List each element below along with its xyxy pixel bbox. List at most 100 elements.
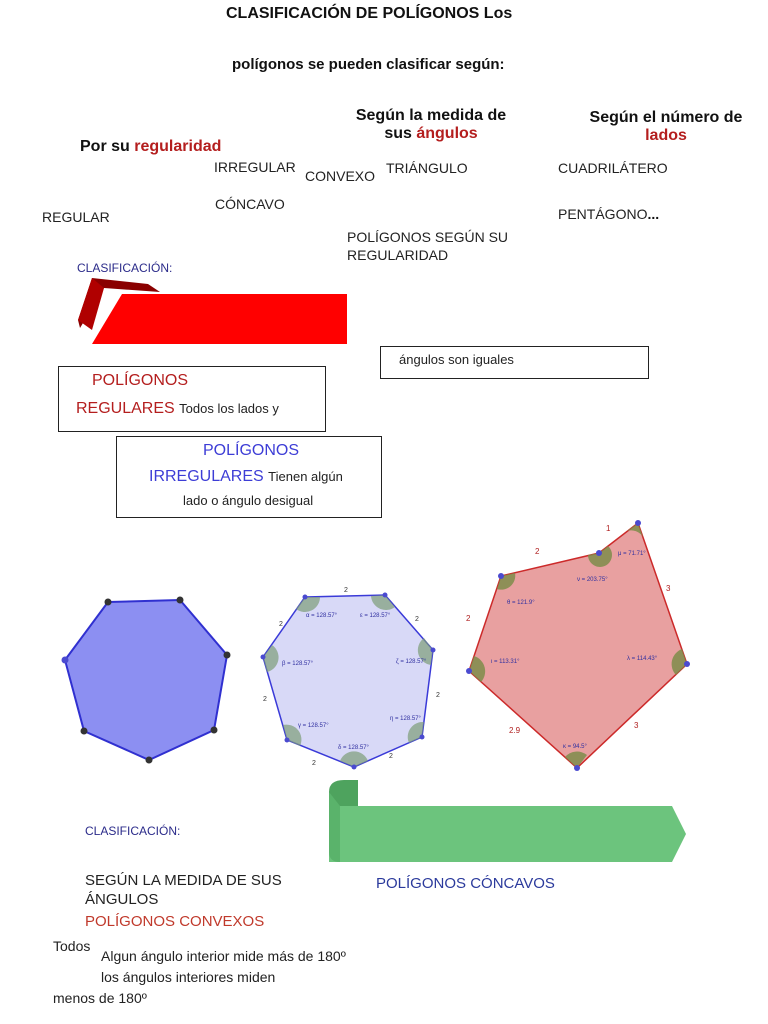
irregulares-line2: IRREGULARES Tienen algún bbox=[149, 468, 343, 486]
side-label: 2 bbox=[415, 616, 419, 623]
blue-heptagon-figure bbox=[61, 596, 231, 764]
regularity-highlight: regularidad bbox=[134, 138, 222, 155]
concavos-title: POLÍGONOS CÓNCAVOS bbox=[376, 875, 555, 892]
vertex-point bbox=[574, 765, 580, 771]
vertex-point bbox=[61, 656, 69, 664]
angle-label: ε = 128.57° bbox=[360, 613, 391, 619]
angle-arc bbox=[417, 638, 433, 665]
sides-highlight: lados bbox=[645, 127, 687, 144]
concavo-description: Algun ángulo interior mide más de 180º bbox=[101, 948, 346, 964]
angle-label: κ = 94.5° bbox=[563, 744, 588, 750]
light-heptagon-figure: 2 2 2 2 2 2 2 α = 128.57° ε = 128.57° β … bbox=[260, 587, 440, 770]
angle-label: β = 128.57° bbox=[282, 661, 314, 667]
term-cuadrilatero: CUADRILÁTERO bbox=[558, 160, 668, 176]
angle-arc bbox=[671, 649, 687, 675]
angles-highlight: ángulos bbox=[416, 125, 478, 142]
vertex-point bbox=[104, 598, 112, 606]
side-label: 2 bbox=[466, 614, 471, 623]
angle-arc bbox=[263, 645, 279, 672]
angle-arc bbox=[340, 751, 368, 767]
irregulares-box: POLÍGONOS IRREGULARES Tienen algún lado … bbox=[116, 436, 382, 518]
angle-label: η = 128.57° bbox=[390, 716, 422, 722]
regularity-prefix: Por su bbox=[80, 138, 130, 155]
todos-text: Todos bbox=[53, 938, 91, 954]
side-label: 2 bbox=[389, 753, 393, 760]
term-convexo: CONVEXO bbox=[305, 168, 376, 184]
side-label: 3 bbox=[634, 721, 639, 730]
regulares-title-2: REGULARES bbox=[76, 400, 175, 417]
green-banner-fold bbox=[329, 792, 340, 862]
term-irregular: IRREGULAR bbox=[214, 159, 296, 175]
angle-label: γ = 128.57° bbox=[298, 723, 329, 729]
term-concavo: CÓNCAVO bbox=[215, 196, 285, 212]
angle-label: ν = 203.75° bbox=[577, 577, 608, 583]
vertex-point bbox=[176, 596, 184, 604]
angle-label: ι = 113.31° bbox=[491, 659, 520, 665]
convexo-description-line2: menos de 180º bbox=[53, 990, 147, 1006]
regularity-heading: Por su regularidad bbox=[80, 138, 221, 156]
angles-heading: Según la medida de sus ángulos bbox=[350, 107, 512, 143]
angle-arc bbox=[283, 724, 302, 746]
vertex-point bbox=[302, 594, 308, 600]
irregulares-text-2: lado o ángulo desigual bbox=[183, 493, 314, 508]
vertex-point bbox=[223, 651, 231, 659]
vertex-point bbox=[260, 654, 266, 660]
side-label: 3 bbox=[666, 584, 671, 593]
vertex-point bbox=[284, 737, 290, 743]
regulares-box: POLÍGONOS REGULARES Todos los lados y bbox=[58, 366, 326, 432]
vertex-point bbox=[684, 661, 690, 667]
side-label: 1 bbox=[606, 524, 611, 533]
irregulares-text-1: Tienen algún bbox=[268, 469, 343, 484]
vertex-point bbox=[351, 764, 357, 770]
concave-polygon-figure: 1 2 3 2 3 2.9 μ = 71.71° ν = 203.75° θ =… bbox=[466, 520, 690, 771]
regulares-title-1: POLÍGONOS bbox=[92, 372, 189, 389]
irregulares-title-2: IRREGULARES bbox=[149, 468, 264, 485]
angle-arc bbox=[296, 597, 320, 612]
vertex-point bbox=[635, 520, 641, 526]
vertex-point bbox=[145, 756, 153, 764]
poligonos-regularidad-line1: POLÍGONOS SEGÚN SU bbox=[347, 229, 509, 245]
vertex-point bbox=[419, 734, 425, 740]
convexos-title: POLÍGONOS CONVEXOS bbox=[85, 913, 265, 930]
side-label: 2 bbox=[279, 621, 283, 628]
term-pentagono-ellipsis: ... bbox=[647, 206, 660, 222]
regulares-text: Todos los lados y bbox=[179, 401, 279, 416]
vertex-point bbox=[382, 592, 388, 598]
green-banner-curl bbox=[329, 780, 358, 818]
side-label: 2 bbox=[312, 760, 316, 767]
side-label: 2.9 bbox=[509, 726, 521, 735]
angle-arc bbox=[588, 546, 612, 567]
vertex-point bbox=[596, 550, 602, 556]
angle-arc bbox=[565, 751, 587, 768]
angles-prefix: sus bbox=[384, 125, 412, 142]
vertex-point bbox=[466, 668, 472, 674]
vertex-point bbox=[80, 727, 88, 735]
page-title: CLASIFICACIÓN DE POLÍGONOS Los bbox=[226, 5, 513, 22]
sides-heading: Según el número de lados bbox=[584, 109, 748, 145]
page-subtitle: polígonos se pueden clasificar según: bbox=[232, 56, 505, 73]
poligonos-regularidad: POLÍGONOS SEGÚN SU REGULARIDAD bbox=[347, 228, 508, 264]
green-banner bbox=[329, 780, 686, 862]
angulos-iguales-box: ángulos son iguales bbox=[380, 346, 649, 379]
angles-heading-line2: sus ángulos bbox=[350, 125, 512, 143]
angle-label: ζ = 128.57° bbox=[396, 659, 427, 665]
angle-arc bbox=[371, 595, 395, 611]
angles-section-heading: SEGÚN LA MEDIDA DE SUS ÁNGULOS bbox=[85, 871, 282, 909]
vertex-point bbox=[498, 573, 504, 579]
side-label: 2 bbox=[535, 547, 540, 556]
side-label: 2 bbox=[436, 692, 440, 699]
vertex-point bbox=[210, 726, 218, 734]
side-label: 2 bbox=[344, 587, 348, 594]
term-pentagono: PENTÁGONO... bbox=[558, 206, 659, 222]
angulos-iguales-text: ángulos son iguales bbox=[399, 352, 514, 367]
angle-label: θ = 121.9° bbox=[507, 600, 535, 606]
irregulares-title-1: POLÍGONOS bbox=[203, 442, 300, 459]
term-triangulo: TRIÁNGULO bbox=[386, 160, 468, 176]
angle-label: μ = 71.71° bbox=[618, 551, 646, 557]
angle-label: α = 128.57° bbox=[306, 613, 338, 619]
green-banner-body bbox=[329, 806, 686, 862]
convexo-description-line1: los ángulos interiores miden bbox=[101, 969, 276, 985]
regulares-line2: REGULARES Todos los lados y bbox=[76, 400, 279, 418]
vertex-point bbox=[430, 647, 436, 653]
